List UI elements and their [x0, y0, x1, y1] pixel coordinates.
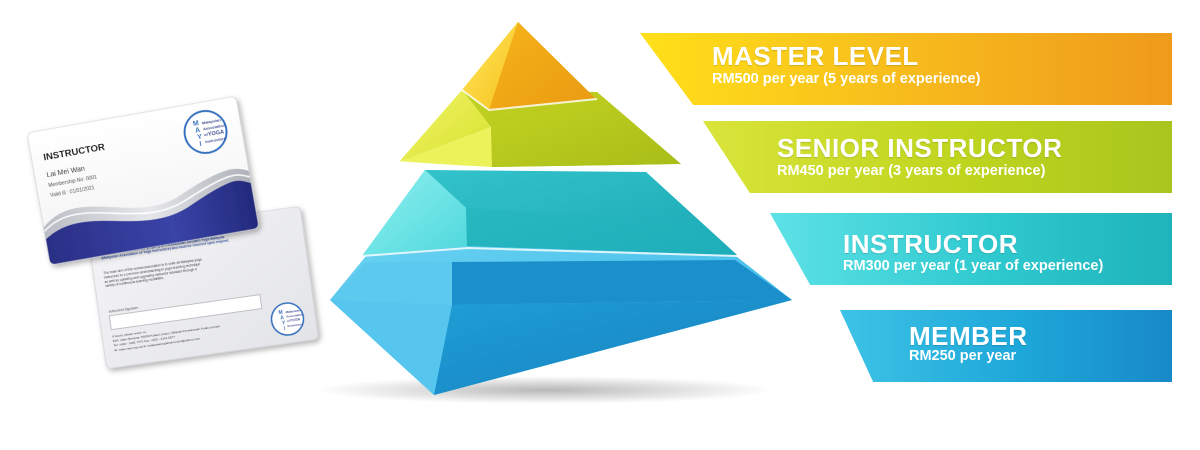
tier-banner-master-level: MASTER LEVEL RM500 per year (5 years of … [640, 33, 1172, 105]
logo-word-malaysian: Malaysian [201, 117, 221, 125]
logo-word-association: Association [203, 122, 227, 131]
tier-title-member: MEMBER [909, 321, 1028, 351]
signature-label: Authorized Signature [108, 306, 138, 314]
logo-word-association: Association [286, 312, 304, 318]
tier-banner-instructor: INSTRUCTOR RM300 per year (1 year of exp… [770, 213, 1172, 285]
tier-title-master-level: MASTER LEVEL [712, 41, 919, 71]
logo-initial-i: I [283, 326, 286, 332]
logo-initial-m: M [278, 310, 283, 317]
tier-price-senior-instructor: RM450 per year (3 years of experience) [777, 163, 1046, 179]
logo-word-instructors: Instructors [205, 135, 227, 144]
pyramid-tier-member-left-face [330, 300, 452, 395]
tier-title-senior-instructor: SENIOR INSTRUCTOR [777, 133, 1063, 163]
tier-banner-member: MEMBER RM250 per year [840, 310, 1172, 382]
logo-word-instructors: Instructors [287, 322, 303, 328]
logo-word-of: of [204, 132, 209, 138]
logo-word-yoga: YOGA [289, 317, 300, 322]
logo-word-malaysian: Malaysian [285, 308, 300, 314]
tier-price-instructor: RM300 per year (1 year of experience) [843, 258, 1104, 274]
mayi-logo-front: M A Y I Malaysian Association of YOGA In… [183, 109, 228, 154]
logo-initial-a: A [195, 127, 201, 135]
tier-price-member: RM250 per year [909, 348, 1017, 364]
pyramid-shadow [315, 376, 775, 404]
membership-card-front: INSTRUCTOR Lai Mei Wan Membership No: 00… [27, 96, 260, 265]
mayi-logo-back: M A Y I Malaysian Association of YOGA In… [270, 302, 305, 336]
card-back-text-line: If found, please return to: [112, 330, 147, 339]
tier-title-instructor: INSTRUCTOR [843, 229, 1018, 259]
logo-initial-m: M [192, 120, 199, 128]
logo-initial-i: I [199, 141, 202, 148]
signature-box [108, 294, 263, 331]
pyramid-tier-senior-left-face [399, 90, 491, 162]
logo-word-of: of [287, 319, 290, 323]
logo-initial-y: Y [282, 320, 287, 326]
membership-pyramid [315, 22, 792, 404]
logo-word-yoga: YOGA [208, 129, 225, 138]
tier-banner-senior-instructor: SENIOR INSTRUCTOR RM450 per year (3 year… [703, 121, 1172, 193]
logo-initial-y: Y [197, 134, 203, 142]
pyramid-tier-member-right-face [434, 300, 792, 395]
logo-initial-a: A [280, 315, 285, 321]
tier-price-master-level: RM500 per year (5 years of experience) [712, 71, 981, 87]
card-blue-wave [45, 180, 260, 265]
